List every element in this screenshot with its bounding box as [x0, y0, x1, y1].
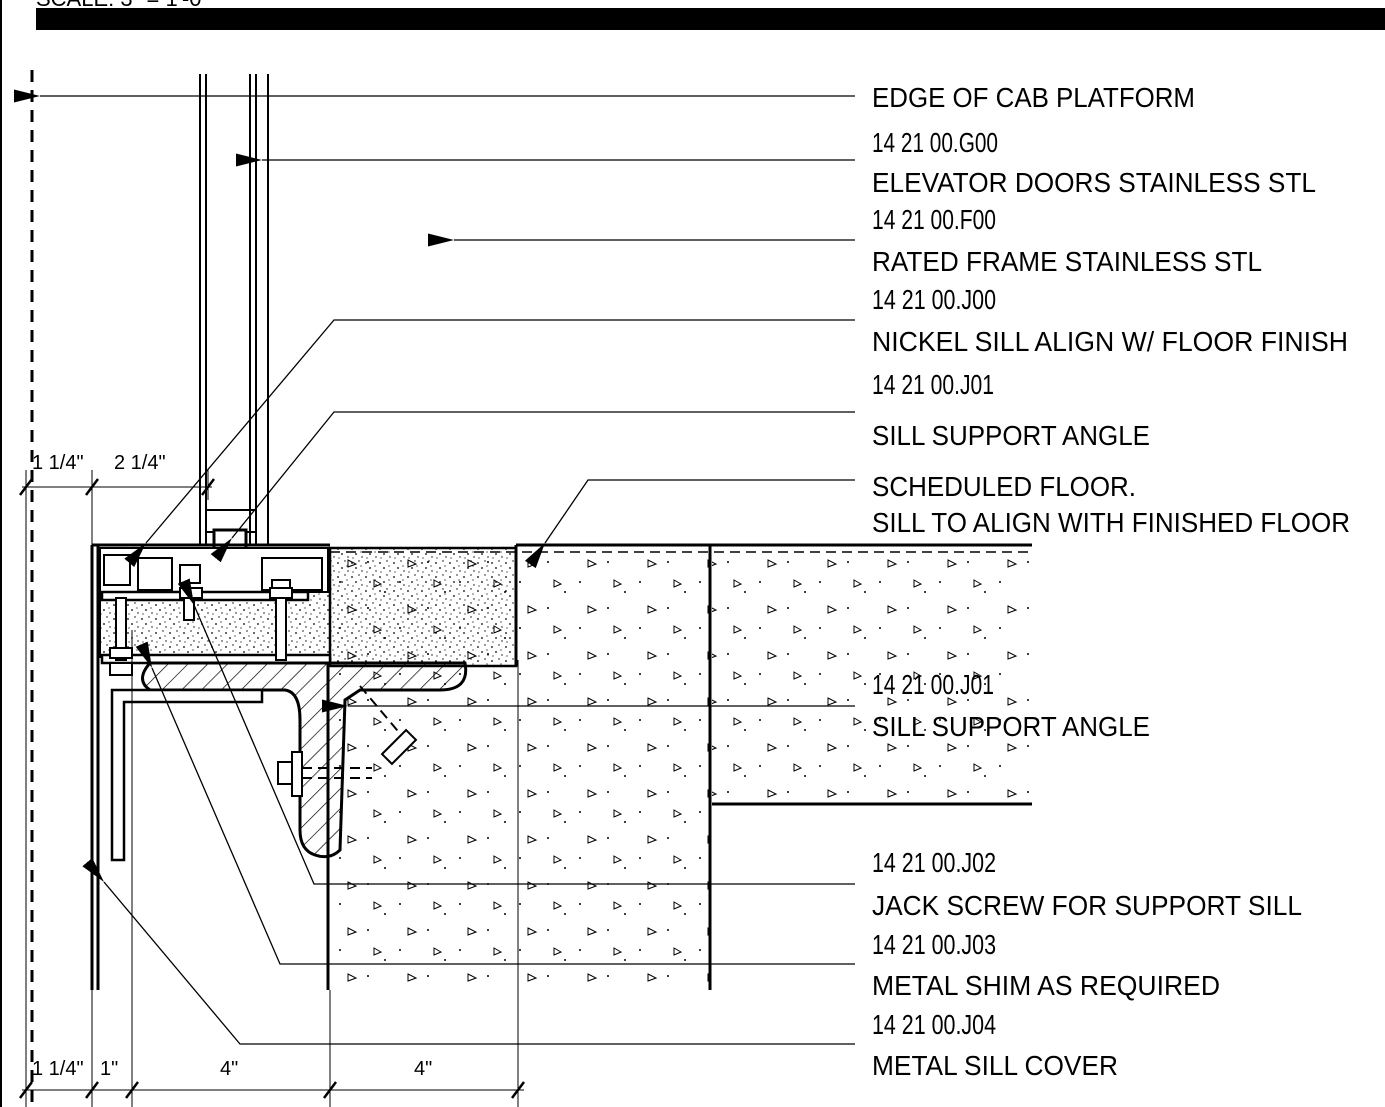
note-rated-frame: RATED FRAME STAINLESS STL	[872, 246, 1262, 277]
note-code-g00: 14 21 00.G00	[872, 127, 998, 158]
dim-top-1: 1 1/4"	[32, 452, 84, 474]
note-edge-of-cab: EDGE OF CAB PLATFORM	[872, 82, 1195, 113]
dim-top-2: 2 1/4"	[114, 452, 166, 474]
jack-screws	[109, 587, 293, 676]
nickel-sill	[99, 547, 329, 593]
leader-lines	[14, 89, 855, 1045]
note-sill-support-angle-b: SILL SUPPORT ANGLE	[872, 711, 1150, 742]
concrete-slab-right	[712, 548, 1032, 804]
dim-bottom-3: 4"	[220, 1058, 238, 1080]
note-elevator-doors: ELEVATOR DOORS STAINLESS STL	[872, 167, 1316, 198]
note-metal-sill-cover: METAL SILL COVER	[872, 1050, 1118, 1081]
anchor-bolts	[277, 685, 418, 797]
note-nickel-sill: NICKEL SILL ALIGN W/ FLOOR FINISH	[872, 326, 1348, 357]
note-code-j00: 14 21 00.J00	[872, 284, 996, 315]
note-metal-shim: METAL SHIM AS REQUIRED	[872, 970, 1220, 1001]
dimension-ticks	[19, 478, 525, 1099]
note-scheduled-floor: SCHEDULED FLOOR.	[872, 471, 1136, 502]
note-sill-align: SILL TO ALIGN WITH FINISHED FLOOR	[872, 507, 1350, 538]
concrete-slab-left	[330, 548, 710, 985]
scale-label: SCALE: 3" = 1'-0"	[36, 0, 209, 11]
elevator-door	[199, 74, 269, 580]
note-code-j01-b: 14 21 00.J01	[872, 669, 994, 700]
dim-bottom-1: 1 1/4"	[32, 1058, 84, 1080]
note-code-j01-a: 14 21 00.J01	[872, 369, 994, 400]
title-bar	[36, 8, 1385, 30]
note-code-j04: 14 21 00.J04	[872, 1009, 996, 1040]
note-code-j02: 14 21 00.J02	[872, 847, 996, 878]
note-code-f00: 14 21 00.F00	[872, 204, 996, 235]
dimension-lines	[22, 470, 524, 1107]
note-code-j03: 14 21 00.J03	[872, 929, 996, 960]
support-bracket	[110, 688, 264, 862]
note-sill-support-angle-a: SILL SUPPORT ANGLE	[872, 420, 1150, 451]
callout-notes: EDGE OF CAB PLATFORM 14 21 00.G00 ELEVAT…	[872, 82, 1350, 1081]
note-jack-screw: JACK SCREW FOR SUPPORT SILL	[872, 890, 1302, 921]
grout-fill	[99, 591, 331, 658]
dim-bottom-2: 1"	[100, 1058, 118, 1080]
dim-bottom-4: 4"	[414, 1058, 432, 1080]
